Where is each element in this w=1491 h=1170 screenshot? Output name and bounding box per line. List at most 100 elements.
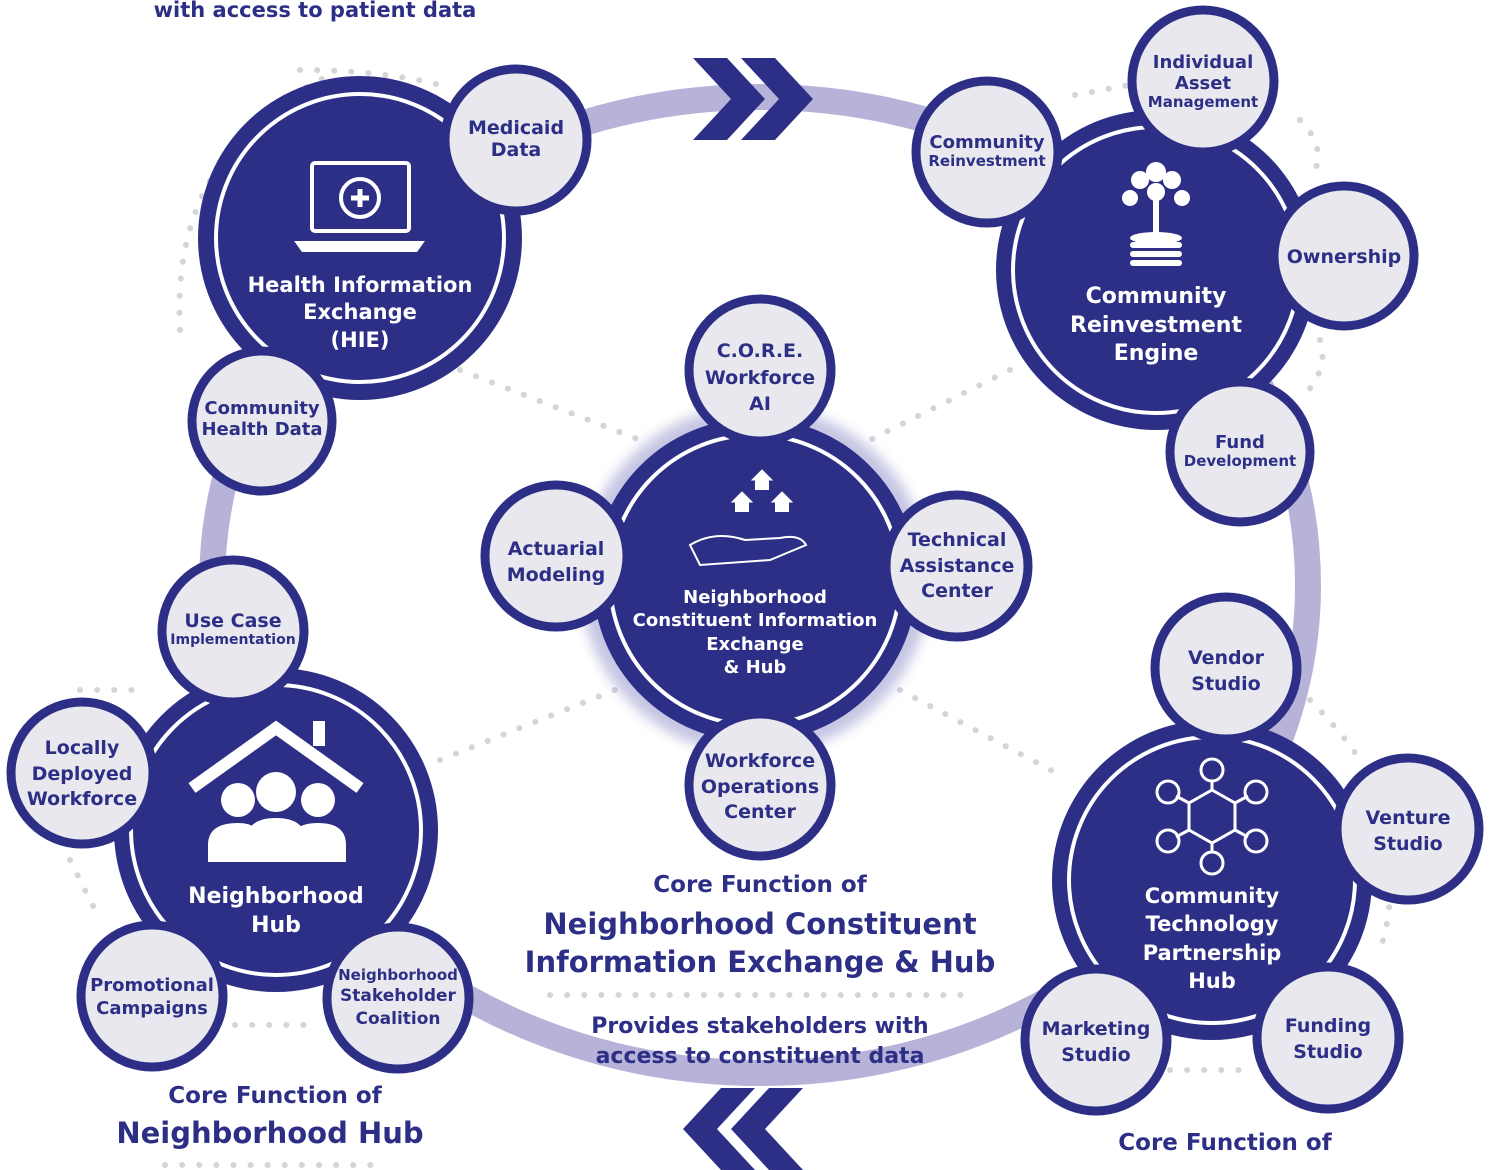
br-core-caption: Core Function of <box>1118 1130 1332 1156</box>
satellite-community-health-line2: Health Data <box>201 419 323 441</box>
satellite-funding-studio <box>1252 962 1404 1114</box>
hub-center-line1: Neighborhood <box>683 587 827 608</box>
satellite-use-case-label: Use Case Implementation <box>161 610 305 649</box>
satellite-locally-deployed-workforce <box>6 697 158 849</box>
satellite-tech-assist-label: Technical Assistance Center <box>890 528 1024 605</box>
satellite-community-health-data <box>187 346 337 496</box>
satellite-actuarial-label: Actuarial Modeling <box>489 537 623 588</box>
hub-hie <box>198 76 522 400</box>
satellite-ownership <box>1269 181 1419 331</box>
satellite-fund-development <box>1165 377 1315 527</box>
satellite-marketing-line2: Studio <box>1061 1043 1131 1066</box>
satellite-community-reinvestment <box>911 76 1063 228</box>
satellite-use-case-implementation <box>157 555 309 707</box>
satellite-medicaid-data <box>440 64 592 216</box>
satellite-tech-assist-line3: Center <box>921 580 993 603</box>
satellite-promo-label: Promotional Campaigns <box>80 974 224 1021</box>
center-description-line2: access to constituent data <box>595 1043 925 1069</box>
hub-center-line2: Constituent Information <box>632 610 878 632</box>
hub-ctph-label: Community Technology Partnership Hub <box>1092 882 1332 995</box>
hub-ctph-line1: Community <box>1144 884 1280 908</box>
satellite-venture-line2: Studio <box>1373 832 1443 855</box>
satellite-stakeholder-label: Neighborhood Stakeholder Coalition <box>326 965 470 1031</box>
satellite-vendor-label: Vendor Studio <box>1158 646 1294 697</box>
hub-hie-line1: Health Information <box>247 273 473 297</box>
satellite-workforce-operations-center <box>684 709 836 861</box>
satellite-asset-line2: Asset <box>1174 73 1232 95</box>
satellite-core-ai-line3: AI <box>749 393 771 416</box>
hub-cre-line3: Engine <box>1113 341 1199 367</box>
satellite-funding-line2: Studio <box>1293 1040 1363 1063</box>
satellite-funding-line1: Funding <box>1284 1015 1372 1037</box>
satellite-fund-development-line2: Development <box>1183 452 1297 471</box>
hub-neighborhood-line1: Neighborhood <box>188 884 364 909</box>
hub-hie-line3: (HIE) <box>330 327 390 352</box>
hub-cre-line2: Reinvestment <box>1070 312 1242 338</box>
hub-center-line3: Exchange <box>706 633 804 655</box>
satellite-locally-line2: Deployed <box>31 762 133 785</box>
satellite-venture-studio <box>1332 753 1484 905</box>
satellite-marketing-studio <box>1020 964 1172 1116</box>
satellite-core-ai-label: C.O.R.E. Workforce AI <box>695 338 825 418</box>
center-description: Provides stakeholders with access to con… <box>540 1012 980 1071</box>
satellite-workforce-ops-line2: Operations <box>700 775 820 798</box>
satellite-vendor-line1: Vendor <box>1187 647 1265 669</box>
house-people-icon <box>188 720 364 862</box>
satellite-funding-label: Funding Studio <box>1260 1014 1396 1065</box>
satellite-fund-development-line1: Fund <box>1215 432 1265 453</box>
satellite-promo-line2: Campaigns <box>96 998 208 1020</box>
satellite-medicaid-line2: Data <box>490 139 542 162</box>
satellite-community-health-line1: Community <box>204 398 320 419</box>
hub-hie-line2: Exchange <box>303 300 417 325</box>
satellite-workforce-ops-label: Workforce Operations Center <box>690 749 830 826</box>
hub-neighborhood-label: Neighborhood Hub <box>166 883 386 940</box>
satellite-venture-line1: Venture <box>1365 807 1451 829</box>
satellite-medicaid-line1: Medicaid <box>467 117 565 139</box>
tree-growth-icon <box>1122 162 1190 266</box>
center-title-line2: Information Exchange & Hub <box>524 945 996 980</box>
satellite-community-health-label: Community Health Data <box>190 398 334 440</box>
satellite-locally-label: Locally Deployed Workforce <box>14 736 150 813</box>
center-title-line1: Neighborhood Constituent <box>543 907 977 941</box>
chevron-left-icon <box>683 1088 803 1170</box>
satellite-asset-line3: Management <box>1147 93 1259 112</box>
satellite-actuarial-line2: Modeling <box>506 563 606 586</box>
satellite-stakeholder-line2: Stakeholder <box>340 986 456 1007</box>
satellite-medicaid-label: Medicaid Data <box>451 117 581 162</box>
satellite-venture-label: Venture Studio <box>1340 806 1476 857</box>
hub-hie-label: Health Information Exchange (HIE) <box>230 272 490 354</box>
satellite-vendor-line2: Studio <box>1191 672 1261 695</box>
satellite-promotional-campaigns <box>76 920 228 1072</box>
satellite-community-reinvestment-label: Community Reinvestment <box>916 132 1058 171</box>
satellite-tech-assist-line1: Technical <box>907 529 1007 551</box>
hub-center-line4: & Hub <box>723 657 787 679</box>
network-hexagon-icon <box>1155 757 1269 876</box>
satellite-technical-assistance-center <box>881 490 1033 642</box>
bl-title: Neighborhood Hub <box>116 1116 424 1150</box>
hub-ctph-line2: Technology <box>1145 912 1279 937</box>
satellite-workforce-ops-line1: Workforce <box>704 750 816 772</box>
satellite-fund-development-label: Fund Development <box>1170 432 1310 471</box>
hub-neighborhood-line2: Hub <box>251 912 301 938</box>
satellite-core-ai-line2: Workforce <box>704 366 816 389</box>
satellite-core-workforce-ai <box>684 294 836 446</box>
satellite-neighborhood-stakeholder-coalition <box>322 922 474 1074</box>
hand-houses-icon <box>688 469 808 567</box>
satellite-use-case-line1: Use Case <box>184 610 282 632</box>
hub-center <box>580 405 930 755</box>
hub-cre-line1: Community <box>1085 284 1227 309</box>
center-title: Neighborhood Constituent Information Exc… <box>500 905 1020 982</box>
satellite-ownership-label: Ownership <box>1276 246 1412 268</box>
satellite-core-ai-line1: C.O.R.E. <box>716 340 804 362</box>
satellite-community-reinvestment-line2: Reinvestment <box>928 152 1046 171</box>
satellite-workforce-ops-line3: Center <box>724 801 796 824</box>
satellite-marketing-line1: Marketing <box>1041 1018 1151 1040</box>
satellite-stakeholder-line1: Neighborhood <box>338 966 458 984</box>
satellite-actuarial-line1: Actuarial <box>507 538 605 560</box>
satellite-individual-asset-management <box>1127 5 1279 157</box>
hub-cre-label: Community Reinvestment Engine <box>1036 283 1276 369</box>
center-core-caption: Core Function of <box>653 872 867 898</box>
satellite-promo-line1: Promotional <box>90 975 214 996</box>
satellite-use-case-line2: Implementation <box>170 632 296 649</box>
